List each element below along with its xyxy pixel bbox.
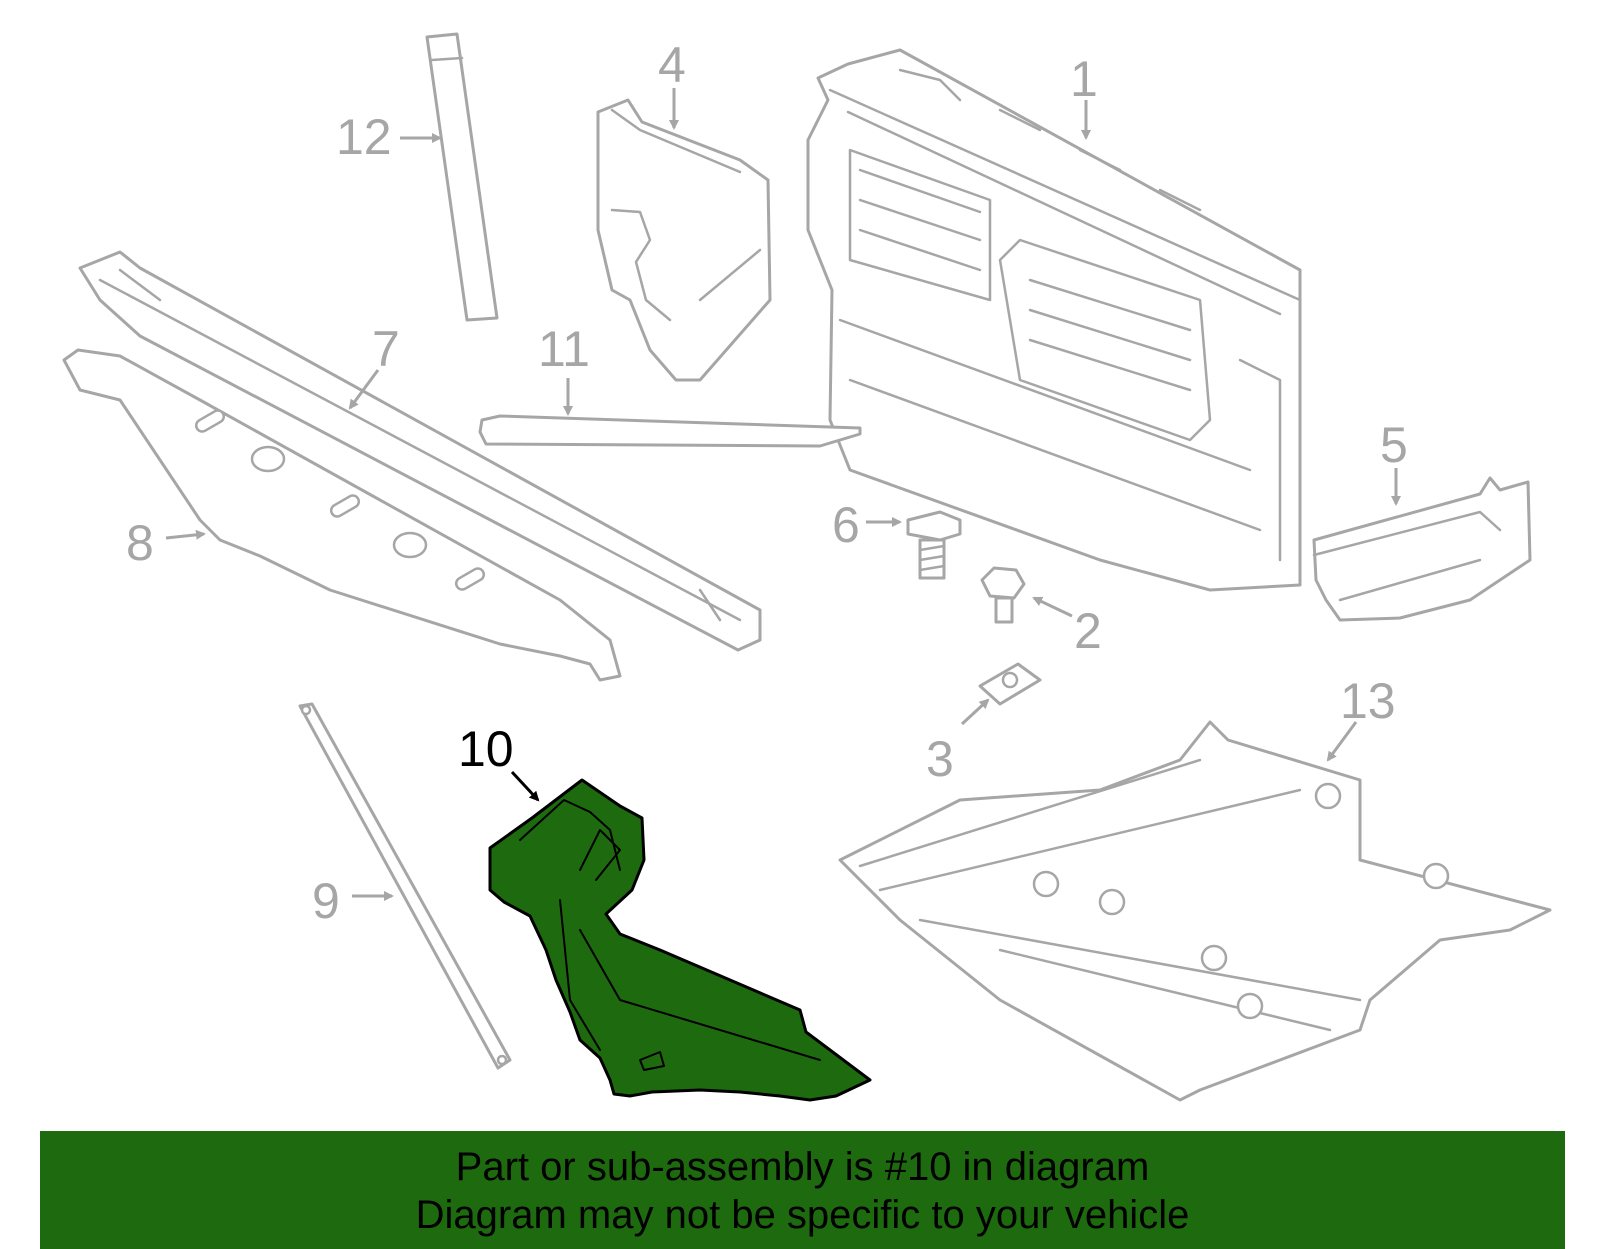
part-7-cross-member — [78, 250, 762, 652]
callout-1: 1 — [1070, 51, 1098, 107]
arrow-8 — [165, 529, 206, 540]
part-10-highlighted-panel — [488, 778, 872, 1102]
arrow-3 — [960, 698, 990, 726]
callout-13: 13 — [1340, 673, 1396, 729]
banner-line-1: Part or sub-assembly is #10 in diagram — [455, 1145, 1150, 1189]
callout-5: 5 — [1380, 417, 1408, 473]
callout-labels: 1 2 3 4 5 6 7 8 9 10 11 12 13 — [126, 37, 1408, 929]
callout-2: 2 — [1074, 603, 1102, 659]
part-6-bolt — [906, 510, 962, 580]
part-1-grille-frame — [806, 48, 1302, 592]
arrow-10 — [510, 770, 540, 802]
arrow-2 — [1032, 596, 1073, 618]
callout-4: 4 — [658, 37, 686, 93]
callout-7: 7 — [372, 321, 400, 377]
callout-11: 11 — [538, 321, 590, 377]
part-2-hex-bolt — [980, 566, 1026, 624]
part-3-clip-nut — [978, 662, 1042, 706]
part-11-bar — [478, 414, 862, 448]
arrow-7 — [348, 369, 380, 410]
part-8-panel — [62, 348, 622, 682]
part-13-underbody-shield — [838, 720, 1552, 1102]
part-5-bracket — [1312, 476, 1532, 622]
callout-10: 10 — [458, 721, 514, 777]
leader-arrows — [165, 88, 1401, 901]
part-9-rod — [298, 702, 512, 1070]
part-4-air-duct — [596, 98, 772, 382]
banner-line-2: Diagram may not be specific to your vehi… — [415, 1193, 1190, 1237]
callout-6: 6 — [832, 497, 860, 553]
callout-9: 9 — [312, 873, 340, 929]
callout-3: 3 — [926, 731, 954, 787]
callout-12: 12 — [336, 109, 392, 165]
part-12-strip — [425, 32, 499, 322]
arrow-13 — [1326, 721, 1358, 762]
callout-8: 8 — [126, 515, 154, 571]
info-banner: Part or sub-assembly is #10 in diagram D… — [40, 1131, 1565, 1249]
